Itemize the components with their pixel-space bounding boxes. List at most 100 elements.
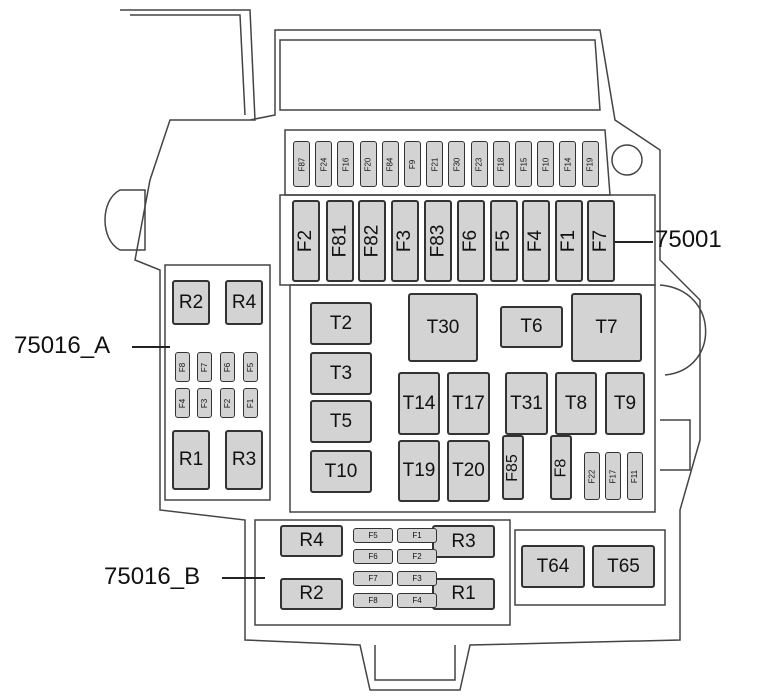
fuse-f17: F17 xyxy=(605,452,621,500)
fuse: F7 xyxy=(197,352,212,382)
fuse: F7 xyxy=(353,571,393,586)
fuse-label: F5 xyxy=(368,531,378,540)
relay-label: R2 xyxy=(299,583,324,604)
relay: R3 xyxy=(225,430,263,490)
fuse-label: F8 xyxy=(178,362,187,372)
relay-t2-label: T2 xyxy=(329,312,353,334)
relay-t19-label: T19 xyxy=(402,460,436,481)
fuse-label: F30 xyxy=(452,157,462,171)
fuse: F7 xyxy=(587,200,615,282)
label-75016-a: 75016_A xyxy=(14,332,111,359)
relay-t7: T7 xyxy=(571,293,642,362)
relay-t14: T14 xyxy=(398,372,440,435)
fuse-label: F3 xyxy=(412,574,422,583)
fuse: F2 xyxy=(220,388,235,418)
relay-t17-label: T17 xyxy=(452,392,485,414)
fuse-label: F3 xyxy=(200,398,209,408)
relay: R1 xyxy=(432,578,495,610)
fuse: F4 xyxy=(175,388,190,418)
fuse-label: F5 xyxy=(493,229,514,253)
fuse-label: F19 xyxy=(585,157,595,171)
fuse: F5 xyxy=(490,200,518,282)
relay-t64: T64 xyxy=(521,545,585,588)
fuse-label: F6 xyxy=(368,552,378,561)
relay-label: R1 xyxy=(178,449,204,470)
relay: R2 xyxy=(280,578,343,610)
fuse-f85: F85 xyxy=(502,435,524,500)
fuse-label: F18 xyxy=(496,157,506,171)
relay-label: R4 xyxy=(299,530,324,551)
fuse-f8-label: F8 xyxy=(552,458,570,477)
relay-label: R2 xyxy=(178,291,204,313)
fuse-label: F7 xyxy=(368,574,378,583)
relay-label: R1 xyxy=(451,583,476,604)
relay-t64-label: T64 xyxy=(536,555,570,577)
fuse-label: F24 xyxy=(319,157,329,171)
relay: R3 xyxy=(432,525,495,558)
relay-t9-label: T9 xyxy=(613,392,637,414)
fuse-label: F81 xyxy=(329,224,350,258)
fuse: F16 xyxy=(337,141,355,187)
relay-t30: T30 xyxy=(408,293,478,362)
fuse: F24 xyxy=(315,141,333,187)
fuse-label: F6 xyxy=(460,229,481,253)
fuse: F6 xyxy=(220,352,235,382)
fuse-label: F23 xyxy=(474,157,484,171)
fuse-label: F2 xyxy=(295,229,316,253)
fuse-label: F83 xyxy=(427,224,448,258)
fuse-label: F10 xyxy=(541,157,551,171)
fuse-label: F7 xyxy=(200,362,209,372)
fuse: F9 xyxy=(404,141,421,187)
relay-t5: T5 xyxy=(310,400,372,443)
fuse-label: F9 xyxy=(408,159,417,169)
label-75001: 75001 xyxy=(655,226,722,253)
relay-t65: T65 xyxy=(592,545,655,588)
fuse-f17-label: F17 xyxy=(608,469,618,483)
relay: R2 xyxy=(172,280,210,325)
relay-t31: T31 xyxy=(505,372,548,435)
fuse: F84 xyxy=(381,141,399,187)
fuse: F4 xyxy=(397,593,437,608)
fuse-label: F3 xyxy=(394,229,415,253)
relay-t14-label: T14 xyxy=(402,392,436,414)
relay-t3-label: T3 xyxy=(329,362,353,384)
fuse-label: F4 xyxy=(525,229,546,253)
fuse: F21 xyxy=(426,141,444,187)
fuse-f11-label: F11 xyxy=(630,469,640,483)
fuse: F82 xyxy=(358,200,386,282)
relay: R4 xyxy=(280,525,343,557)
fuse-label: F1 xyxy=(558,229,579,253)
fuse: F20 xyxy=(359,141,377,187)
fuse: F1 xyxy=(555,200,583,282)
fuse: F83 xyxy=(424,200,452,282)
relay-label: R3 xyxy=(231,449,257,470)
fuse: F23 xyxy=(470,141,488,187)
fuse-label: F20 xyxy=(363,157,373,171)
fuse: F15 xyxy=(515,141,532,187)
relay-label: R3 xyxy=(451,530,476,552)
fuse: F18 xyxy=(492,141,510,187)
fuse-label: F7 xyxy=(590,229,611,253)
relay-t6: T6 xyxy=(500,306,563,348)
relay-t19: T19 xyxy=(398,440,440,502)
relay-t7-label: T7 xyxy=(595,316,618,338)
fuse-label: F8 xyxy=(368,596,378,605)
fuse: F14 xyxy=(559,141,577,187)
relay-t8-label: T8 xyxy=(564,392,588,414)
fuse-label: F21 xyxy=(430,157,440,171)
relay-t9: T9 xyxy=(605,372,645,435)
fuse: F1 xyxy=(397,528,437,543)
fuse: F2 xyxy=(292,200,320,282)
relay-t10-label: T10 xyxy=(324,460,358,482)
relay-t10: T10 xyxy=(310,450,372,493)
relay-t20-label: T20 xyxy=(452,460,485,481)
relay-t3: T3 xyxy=(310,352,372,395)
fuse-label: F2 xyxy=(412,552,422,561)
leader-line xyxy=(222,577,265,579)
fuse: F3 xyxy=(397,571,437,586)
relay-t5-label: T5 xyxy=(329,410,353,432)
label-75016-b: 75016_B xyxy=(104,563,201,590)
relay: R1 xyxy=(172,430,210,490)
relay-label: R4 xyxy=(231,291,257,313)
fuse-f22-label: F22 xyxy=(587,469,597,483)
